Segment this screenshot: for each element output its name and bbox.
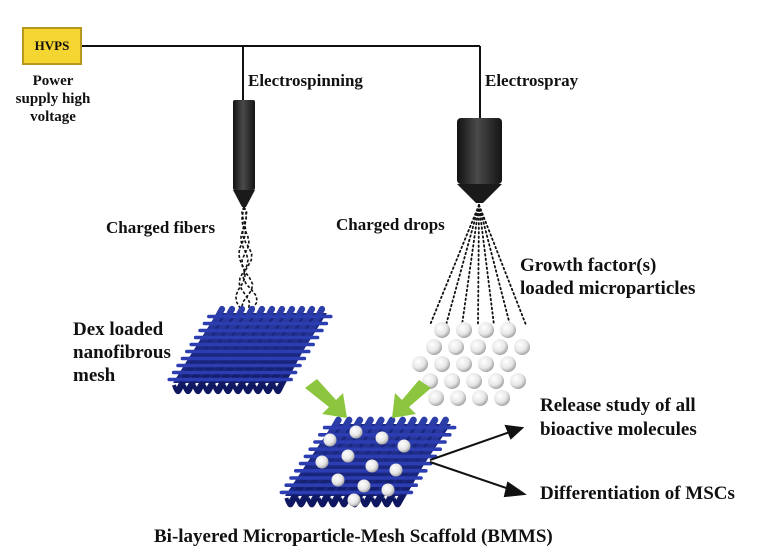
growth-factor-label-line1: Growth factor(s) bbox=[520, 255, 657, 276]
microparticle bbox=[347, 493, 361, 507]
mesh-fiber-loop bbox=[327, 497, 340, 507]
mesh-fiber-loop bbox=[359, 497, 372, 507]
microparticle bbox=[389, 463, 403, 477]
dex-label-line1: Dex loaded bbox=[73, 319, 164, 340]
mesh-fiber-loop bbox=[305, 497, 318, 507]
microparticle bbox=[478, 322, 494, 338]
mesh-fiber-loop bbox=[316, 497, 329, 507]
spray-line bbox=[445, 204, 480, 326]
mesh-fiber-loop bbox=[222, 384, 234, 394]
microparticle bbox=[488, 373, 504, 389]
mesh-fiber-loop bbox=[370, 497, 383, 507]
growth-factor-microparticles bbox=[412, 322, 530, 406]
microparticle bbox=[472, 390, 488, 406]
release-label-line2: bioactive molecules bbox=[540, 419, 697, 440]
microparticle bbox=[412, 356, 428, 372]
microparticle bbox=[478, 356, 494, 372]
charged-drop-spray bbox=[429, 204, 527, 326]
growth-factor-label-line2: loaded microparticles bbox=[520, 278, 696, 299]
microparticle bbox=[492, 339, 508, 355]
microparticle bbox=[397, 439, 411, 453]
microparticle bbox=[434, 322, 450, 338]
output-arrows bbox=[429, 424, 527, 498]
mesh-fiber-loop bbox=[202, 384, 214, 394]
mesh-fiber-loop bbox=[272, 384, 284, 394]
charged-drops-label: Charged drops bbox=[336, 215, 445, 234]
mesh-fiber-loop bbox=[242, 384, 254, 394]
spray-line bbox=[429, 204, 480, 326]
dex-label-line3: mesh bbox=[73, 365, 116, 386]
dex-label-line2: nanofibrous bbox=[73, 342, 171, 363]
microparticle bbox=[466, 373, 482, 389]
mesh-fiber-loop bbox=[338, 497, 350, 507]
hvps-caption-line: voltage bbox=[30, 109, 76, 125]
mesh-fiber-loop bbox=[262, 384, 274, 394]
mesh-fiber-loop bbox=[232, 384, 244, 394]
microparticle bbox=[448, 339, 464, 355]
electrospray-label: Electrospray bbox=[485, 71, 579, 90]
microparticle bbox=[357, 479, 371, 493]
microparticle bbox=[426, 339, 442, 355]
green-arrow-left bbox=[305, 379, 347, 418]
hvps-caption-line: Power bbox=[32, 73, 74, 89]
microparticle bbox=[494, 390, 510, 406]
mesh-fiber-loop bbox=[284, 497, 297, 507]
microparticle bbox=[500, 356, 516, 372]
microparticle bbox=[456, 356, 472, 372]
microparticle bbox=[349, 425, 363, 439]
microparticle bbox=[470, 339, 486, 355]
bmms-title: Bi-layered Microparticle-Mesh Scaffold (… bbox=[154, 526, 553, 547]
microparticle bbox=[331, 473, 345, 487]
differentiation-label: Differentiation of MSCs bbox=[540, 483, 735, 504]
microparticle bbox=[323, 433, 337, 447]
release-label-line1: Release study of all bbox=[540, 395, 696, 416]
spray-line bbox=[461, 204, 480, 326]
hvps-box: HVPS bbox=[22, 27, 82, 65]
dex-nanofibrous-mesh bbox=[167, 305, 333, 395]
bmms-scaffold bbox=[279, 416, 457, 508]
spray-line bbox=[478, 204, 495, 326]
charged-fibers-label: Charged fibers bbox=[106, 218, 216, 237]
hvps-caption: Power supply high voltage bbox=[12, 72, 94, 126]
hvps-caption-line: supply high bbox=[15, 91, 91, 107]
hvps-label: HVPS bbox=[34, 38, 70, 53]
microparticle bbox=[450, 390, 466, 406]
power-wiring bbox=[82, 45, 481, 118]
mesh-fiber-loop bbox=[212, 384, 224, 394]
electrospray-nozzle bbox=[457, 118, 502, 203]
microparticle bbox=[510, 373, 526, 389]
mesh-fiber-loop bbox=[391, 497, 404, 507]
microparticle bbox=[500, 322, 516, 338]
spray-line bbox=[477, 204, 480, 326]
microparticle bbox=[381, 483, 395, 497]
mesh-fiber-loop bbox=[295, 497, 308, 507]
fiber-strand bbox=[240, 206, 254, 309]
microparticle bbox=[315, 455, 329, 469]
mesh-fiber-loop bbox=[252, 384, 264, 394]
microparticle bbox=[375, 431, 389, 445]
fiber-strand bbox=[241, 206, 258, 309]
microparticle bbox=[514, 339, 530, 355]
mesh-fiber-loop bbox=[172, 384, 184, 394]
mesh-fiber-loop bbox=[182, 384, 194, 394]
spray-line bbox=[478, 204, 527, 326]
microparticle bbox=[444, 373, 460, 389]
mesh-fiber-loop bbox=[192, 384, 204, 394]
microparticle bbox=[341, 449, 355, 463]
microparticle bbox=[428, 390, 444, 406]
mesh-fiber-loop bbox=[380, 497, 393, 507]
charged-fiber-jet bbox=[234, 206, 258, 309]
electrospinning-label: Electrospinning bbox=[248, 71, 363, 90]
electrospinning-nozzle bbox=[233, 100, 255, 207]
microparticle bbox=[456, 322, 472, 338]
green-arrow-right bbox=[392, 380, 431, 418]
microparticle bbox=[434, 356, 450, 372]
spray-line bbox=[478, 204, 511, 326]
microparticle bbox=[365, 459, 379, 473]
